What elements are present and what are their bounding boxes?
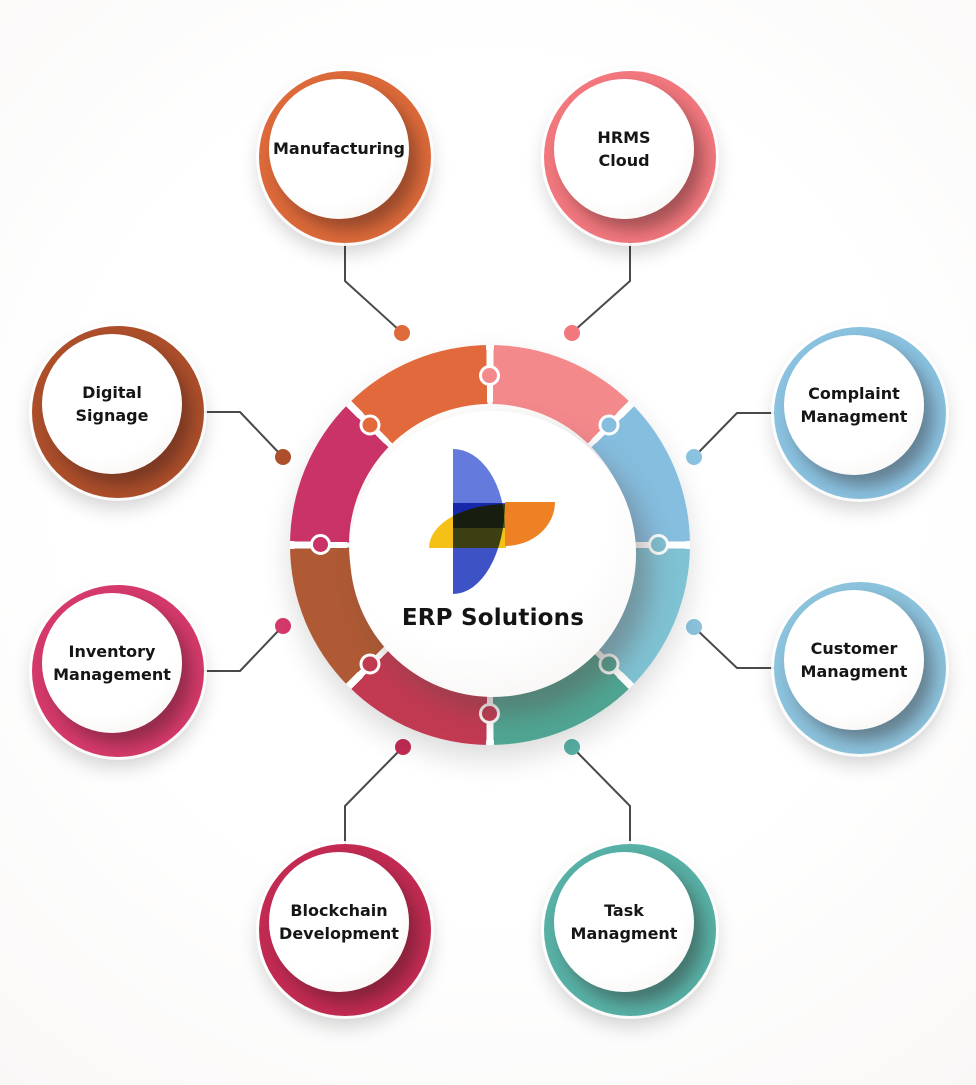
satellite-blockchain-development-label: Blockchain Development xyxy=(279,899,399,945)
satellite-task-managment-disc: Task Managment xyxy=(554,852,694,992)
satellite-task-managment-label: Task Managment xyxy=(571,899,678,945)
satellite-task-managment: Task Managment xyxy=(544,844,716,1016)
label-line: Cloud xyxy=(598,151,650,170)
satellite-digital-signage-disc: Inventory Management xyxy=(42,593,182,733)
label-line: Inventory xyxy=(68,641,156,661)
puzzle-knob-west xyxy=(310,534,331,555)
satellite-inventory-management-label: Digital Signage xyxy=(76,381,149,427)
logo-orange-petal-icon xyxy=(505,502,555,546)
connector-digital-signage-line xyxy=(204,628,281,672)
connector-blockchain-development-line xyxy=(344,749,401,844)
label-line: Task xyxy=(604,900,644,920)
connector-customer-managment-dot xyxy=(686,619,702,635)
satellite-blockchain-development: Blockchain Development xyxy=(259,844,431,1016)
satellite-hrms-cloud-label: HRMS Cloud xyxy=(597,126,650,172)
label-line: Management xyxy=(53,665,171,684)
satellite-customer-managment: Customer Managment xyxy=(774,582,946,754)
connector-inventory-management-dot xyxy=(275,449,291,465)
puzzle-knob-bottom xyxy=(479,703,500,724)
connector-customer-managment xyxy=(686,619,776,669)
satellite-manufacturing: Manufacturing xyxy=(259,71,431,243)
connector-hrms-cloud-line xyxy=(574,243,631,331)
label-line: Complaint xyxy=(808,383,900,403)
center-group: ERP Solutions xyxy=(290,345,690,745)
connector-inventory-management-line xyxy=(204,411,281,455)
connector-complaint-managment-dot xyxy=(686,449,702,465)
center-disc: ERP Solutions xyxy=(350,411,636,697)
satellite-digital-signage-label: Inventory Management xyxy=(53,640,171,686)
satellite-hrms-cloud: HRMS Cloud xyxy=(544,71,716,243)
puzzle-knob-top xyxy=(479,365,500,386)
connector-complaint-managment xyxy=(686,412,776,465)
logo-blue-bottom-petal-icon xyxy=(453,503,505,594)
label-line: Manufacturing xyxy=(273,139,405,159)
connector-task-managment-line xyxy=(574,749,631,844)
satellite-manufacturing-label: Manufacturing xyxy=(273,137,405,160)
satellite-manufacturing-disc: Manufacturing xyxy=(269,79,409,219)
connector-hrms-cloud-dot xyxy=(564,325,580,341)
satellite-complaint-managment: Complaint Managment xyxy=(774,327,946,499)
satellite-complaint-managment-disc: Complaint Managment xyxy=(784,335,924,475)
connector-blockchain-development-dot xyxy=(395,739,411,755)
satellite-complaint-managment-label: Complaint Managment xyxy=(801,382,908,428)
label-line: Customer xyxy=(810,638,898,658)
connector-complaint-managment-line xyxy=(696,412,776,455)
center-title: ERP Solutions xyxy=(401,605,585,631)
satellite-blockchain-development-disc: Blockchain Development xyxy=(269,852,409,992)
satellite-inventory-management: Digital Signage xyxy=(32,326,204,498)
label-line: Development xyxy=(279,924,399,943)
connector-task-managment-dot xyxy=(564,739,580,755)
label-line: Managment xyxy=(570,924,678,943)
satellite-digital-signage: Inventory Management xyxy=(32,585,204,757)
label-line: Managment xyxy=(800,407,908,426)
connector-hrms-cloud xyxy=(564,243,631,341)
label-line: Managment xyxy=(800,662,908,681)
connector-manufacturing xyxy=(344,243,410,341)
connector-digital-signage-dot xyxy=(275,618,291,634)
erp-logo xyxy=(429,449,557,595)
label-line: HRMS xyxy=(597,127,651,147)
satellite-inventory-management-disc: Digital Signage xyxy=(42,334,182,474)
connector-manufacturing-dot xyxy=(394,325,410,341)
satellite-customer-managment-label: Customer Managment xyxy=(801,637,908,683)
label-line: Blockchain xyxy=(290,900,388,920)
puzzle-knob-east xyxy=(648,534,669,555)
connector-customer-managment-line xyxy=(696,629,776,669)
connector-digital-signage xyxy=(204,618,291,672)
connector-inventory-management xyxy=(204,411,291,465)
label-line: Digital xyxy=(82,382,142,402)
satellite-customer-managment-disc: Customer Managment xyxy=(784,590,924,730)
connector-task-managment xyxy=(564,739,631,844)
connector-manufacturing-line xyxy=(344,243,400,331)
connector-blockchain-development xyxy=(344,739,411,844)
label-line: Signage xyxy=(75,406,149,425)
satellite-hrms-cloud-disc: HRMS Cloud xyxy=(554,79,694,219)
